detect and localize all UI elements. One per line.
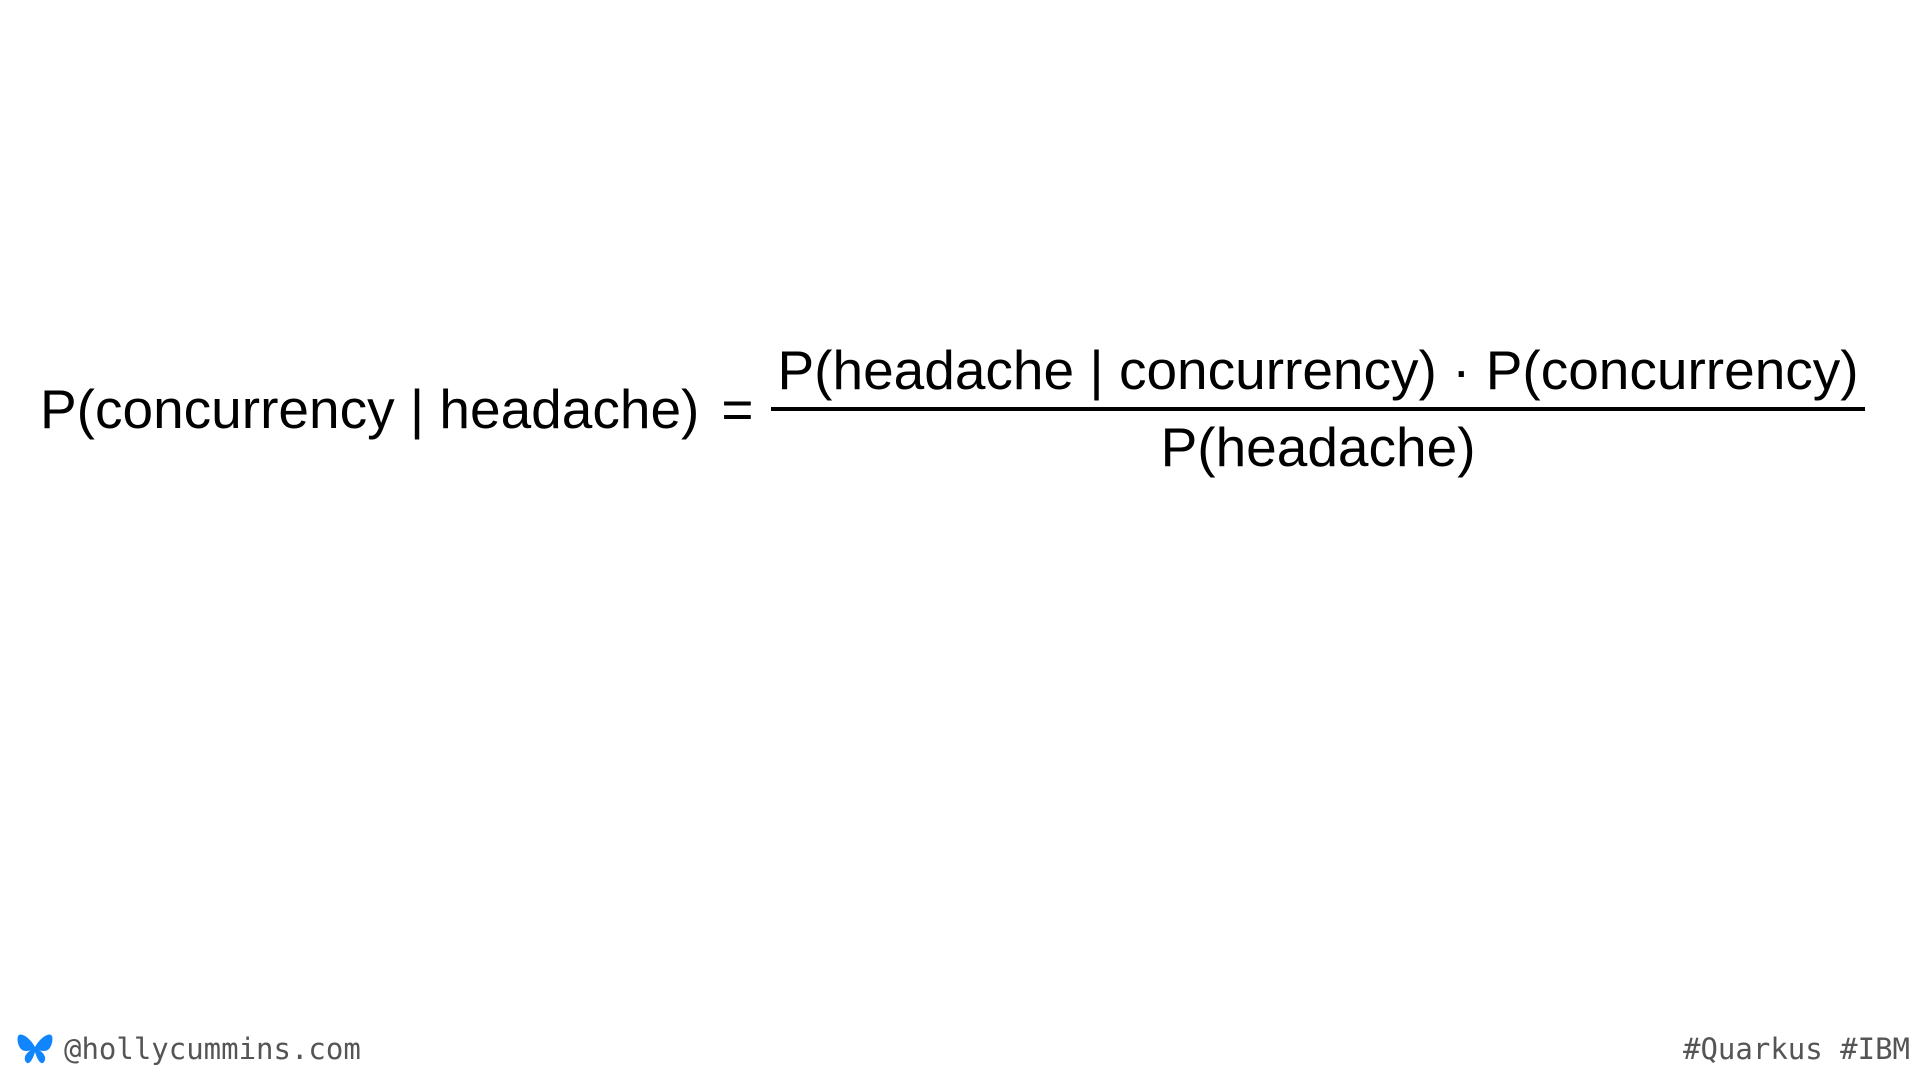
fraction-numerator: P(headache | concurrency) · P(concurrenc… (777, 339, 1859, 401)
fraction-bar (771, 406, 1865, 411)
fraction: P(headache | concurrency) · P(concurrenc… (771, 339, 1865, 478)
handle-text: @hollycummins.com (64, 1032, 361, 1066)
bluesky-butterfly-icon (17, 1034, 53, 1064)
bayes-equation: P(concurrency | headache) = P(headache |… (40, 340, 1865, 477)
equals-sign: = (721, 377, 754, 440)
equation-lhs: P(concurrency | headache) (40, 377, 700, 440)
footer-tags: #Quarkus #IBM (1683, 1032, 1910, 1066)
fraction-denominator: P(headache) (1160, 415, 1476, 478)
footer-handle: @hollycummins.com (16, 1032, 361, 1066)
